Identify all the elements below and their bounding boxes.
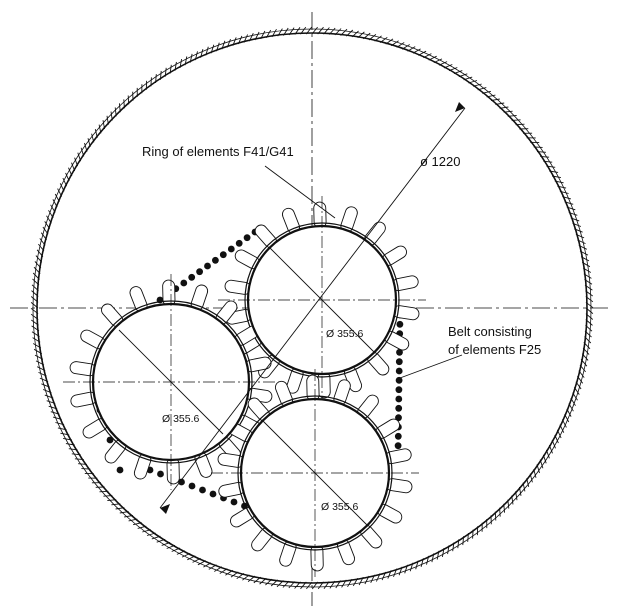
belt-element <box>395 386 403 394</box>
belt-element <box>395 404 403 412</box>
belt-element <box>395 395 403 403</box>
belt-element <box>180 279 188 287</box>
pipe-top-diameter-line <box>269 247 375 353</box>
belt-element <box>188 273 196 281</box>
outer-casing-hatching <box>30 26 594 590</box>
belt-element <box>219 251 227 259</box>
pipe-bottom-diameter-label: Ø 355.6 <box>321 501 359 513</box>
belt-element <box>395 414 402 422</box>
belt-element <box>243 234 251 242</box>
ring-leader-line <box>264 165 336 219</box>
belt-element <box>227 245 235 253</box>
spacer-finger-left <box>166 457 180 485</box>
spacer-finger-top <box>317 371 331 399</box>
outer-diameter-label: ø 1220 <box>420 154 460 169</box>
belt-element <box>395 376 403 384</box>
pipe-bottom-diameter-line <box>262 420 368 526</box>
outer-diameter-line <box>159 107 466 509</box>
belt-element <box>235 239 243 247</box>
belt-leader-line <box>399 354 463 379</box>
spacer-finger-top <box>313 201 327 229</box>
belt-element <box>106 436 114 444</box>
belt-element <box>157 470 164 478</box>
dimension-lines <box>159 102 466 514</box>
belt-element <box>116 466 124 474</box>
belt-element <box>212 256 219 264</box>
pipes <box>63 196 426 577</box>
outer-diameter-arrow-bottom <box>160 504 170 514</box>
belt-element <box>178 478 185 486</box>
spacer-finger-left <box>162 279 176 307</box>
belt-element <box>395 367 403 375</box>
belt-element <box>209 490 217 498</box>
spacer-finger-bottom <box>306 374 320 402</box>
spacer-finger-bottom <box>310 544 324 572</box>
belt-element <box>395 358 403 366</box>
belt-element <box>396 320 404 328</box>
belt-element <box>394 432 402 440</box>
outer-casing-circle <box>36 32 588 584</box>
belt-element <box>199 486 206 494</box>
ring-elements-label: Ring of elements F41/G41 <box>142 144 294 159</box>
pipe-left-diameter-label: Ø 355.6 <box>162 413 200 425</box>
pipe-left-diameter-line <box>118 329 224 435</box>
outer-diameter-arrow-top <box>455 102 465 112</box>
belt-elements <box>96 228 404 514</box>
belt-element <box>396 348 403 356</box>
pipe-top-diameter-label: Ø 355.6 <box>326 328 364 340</box>
belt-element <box>188 482 196 490</box>
belt-label-line2: of elements F25 <box>448 342 541 357</box>
belt-element <box>204 262 211 270</box>
belt-element <box>230 498 238 506</box>
belt-label-line1: Belt consisting <box>448 324 532 339</box>
belt-element <box>394 442 402 450</box>
belt-element <box>196 268 204 276</box>
